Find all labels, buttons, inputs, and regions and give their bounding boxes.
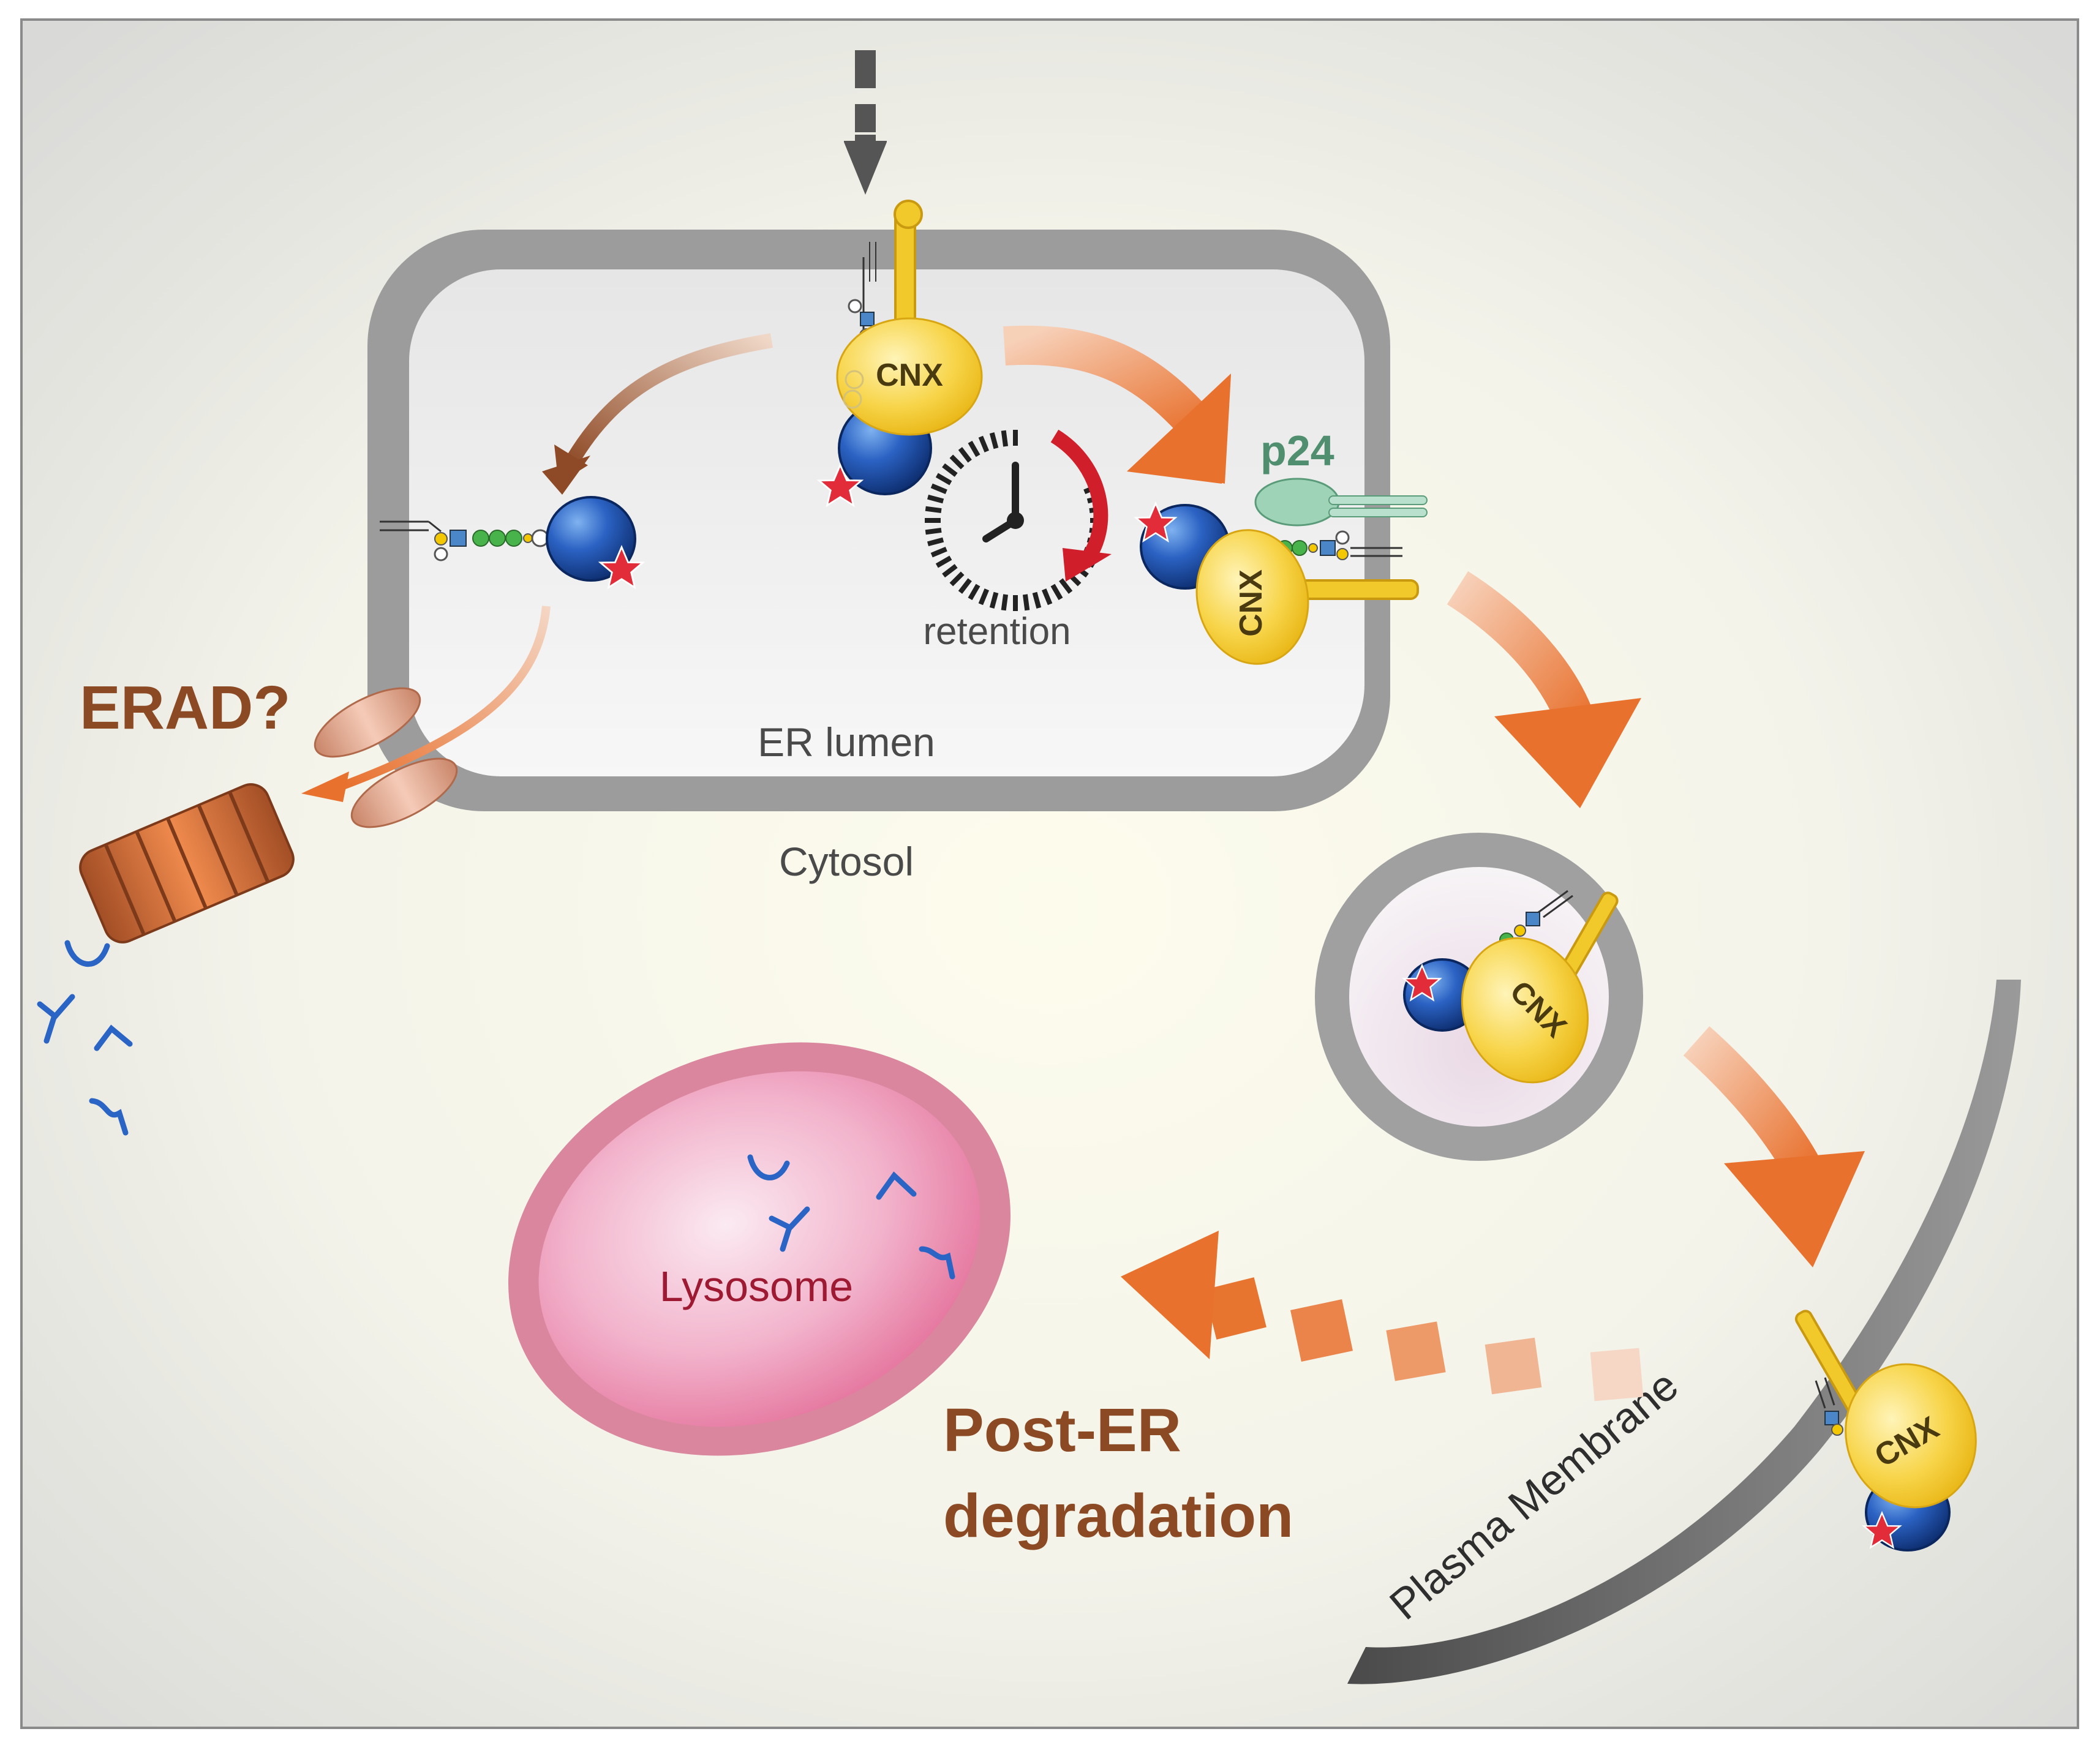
erad-substrate-protein	[380, 496, 644, 588]
clock-tick	[958, 578, 972, 594]
cnx-complex-pm: CNX	[1794, 1310, 1977, 1552]
forward-arrow-1	[1003, 325, 1215, 442]
clock-tick	[1022, 594, 1030, 611]
clock-tick	[935, 473, 952, 486]
clock-tick	[1001, 594, 1009, 611]
clock-tick	[968, 440, 980, 457]
clock-tick	[978, 435, 990, 452]
clock-tick	[949, 571, 965, 587]
clock-tick	[958, 447, 972, 463]
cnx-label-right: CNX	[1233, 569, 1269, 637]
p24-protein	[1254, 478, 1340, 527]
clock-tick	[930, 483, 947, 495]
transport-vesicle: CNX	[1315, 833, 1643, 1161]
clock-tick	[925, 527, 942, 535]
clock-tick	[927, 494, 944, 504]
clock-tick	[1032, 591, 1042, 609]
clock-tick	[978, 588, 990, 606]
clock-tick	[1041, 588, 1053, 606]
p24-cnx-complex: p24 CNX	[1135, 427, 1428, 665]
post-er-label-line1: Post-ER	[943, 1396, 1181, 1465]
clock-tick	[930, 546, 947, 558]
cnx-complex-top: CNX	[818, 200, 983, 506]
cytosol-label: Cytosol	[779, 839, 914, 884]
peptide-fragments-cytosol	[37, 940, 133, 1136]
cnx-domain	[836, 317, 983, 436]
clock-tick	[949, 454, 965, 470]
clock-tick	[989, 591, 999, 609]
arrow-to-erad-substrate	[563, 333, 773, 469]
retention-arrow	[1050, 429, 1108, 568]
cnx-domain-right	[1195, 529, 1309, 665]
clock-tick	[989, 432, 999, 449]
clock-tick	[1050, 583, 1063, 601]
erad-arrow	[341, 606, 551, 790]
plasma-membrane	[1347, 980, 2021, 1684]
cnx-label-top: CNX	[876, 358, 943, 393]
post-er-label-line2: degradation	[943, 1482, 1293, 1550]
er-lumen-area	[409, 269, 1364, 776]
clock-tick	[942, 564, 958, 578]
erad-label: ERAD?	[80, 674, 290, 742]
proteasome-icon	[79, 783, 295, 944]
lysosome: Lysosome	[508, 1042, 1011, 1456]
clock-tick	[1059, 578, 1073, 594]
retention-label: retention	[923, 610, 1071, 653]
clock-tick	[942, 463, 958, 477]
translocon-icon	[314, 687, 458, 828]
post-er-dashed-arrow	[1121, 1231, 1644, 1401]
lysosome-label: Lysosome	[660, 1263, 853, 1310]
clock-tick	[935, 555, 952, 568]
er-lumen-label: ER lumen	[758, 719, 935, 765]
clock-tick	[927, 537, 944, 547]
peptide-fragments-lysosome	[747, 1154, 955, 1280]
clock-icon	[925, 429, 1112, 611]
p24-label: p24	[1260, 427, 1334, 475]
clock-tick	[968, 583, 980, 601]
clock-tick	[925, 506, 942, 514]
dashed-down-arrow-icon	[844, 50, 887, 195]
clock-tick	[1001, 430, 1009, 447]
glycan-chain-icon	[1815, 1377, 1843, 1436]
